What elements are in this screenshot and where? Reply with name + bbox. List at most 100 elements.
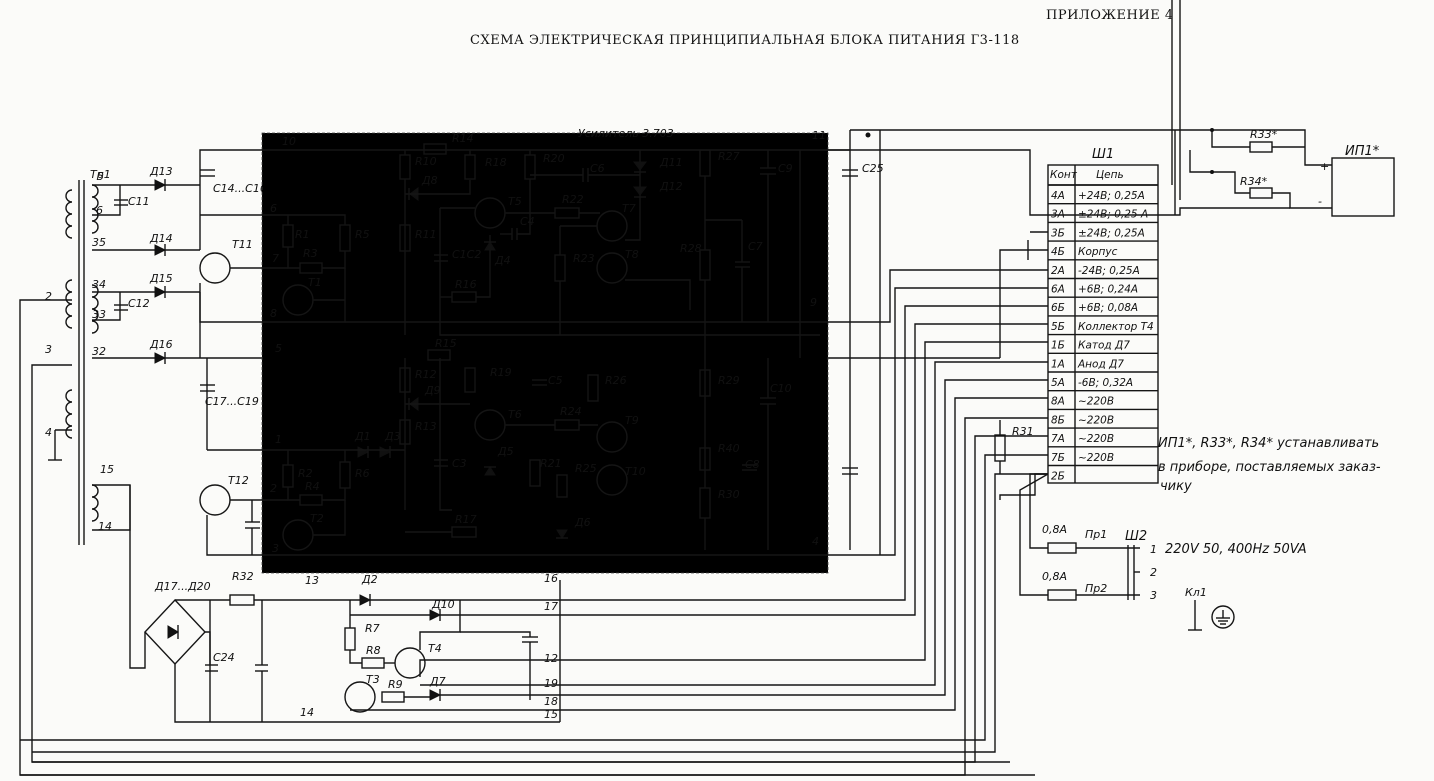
pin-5: 5 — [97, 170, 104, 183]
rectifier-24v-pos: Д13 Д14 С11 С14...С16 — [92, 149, 267, 256]
resistor-r16-label: R16 — [455, 278, 477, 291]
node-7: 7 — [272, 252, 279, 265]
connector-contact: 8Б — [1051, 414, 1065, 426]
amplifier-label: Усилитель 3.703 — [578, 127, 674, 140]
connector-contact: 1Б — [1051, 340, 1065, 352]
sh2-pin-3: 3 — [1150, 589, 1157, 602]
connector-circuit: +6В; 0,08А — [1078, 302, 1138, 314]
resistor-r4-label: R4 — [305, 480, 320, 493]
node-1: 1 — [275, 433, 282, 446]
resistor-r12-label: R12 — [415, 368, 437, 381]
diode-d8-label: Д4 — [494, 254, 511, 267]
diode-d15-label: Д15 — [149, 272, 173, 285]
connector-contact: 1А — [1051, 358, 1065, 370]
resistor-r29-label: R29 — [718, 374, 740, 387]
sh2-pin-2: 2 — [1150, 566, 1157, 579]
connector-circuit: -24В; 0,25А — [1078, 265, 1140, 277]
meter-plus: + — [1320, 160, 1329, 173]
resistor-r14-label: R14 — [452, 132, 474, 145]
connector-contact: 7Б — [1051, 452, 1065, 464]
cap-c21-label: С25 — [862, 162, 884, 175]
node-3: 3 — [272, 542, 279, 555]
resistor-r23-label: R23 — [573, 252, 595, 265]
transistor-t7-label: Т7 — [622, 202, 636, 215]
resistor-r24-label: R24 — [560, 405, 582, 418]
cap-c14-16-label: С14...С16 — [213, 182, 267, 195]
amplifier-block — [261, 132, 829, 574]
transistor-t2-label: Т2 — [310, 512, 324, 525]
transistor-t3 — [344, 681, 376, 713]
connector-contact: 5А — [1051, 377, 1065, 389]
cap-c10-label: С10 — [770, 382, 792, 395]
cap-c12-label: С12 — [128, 297, 150, 310]
diode-d14-label: Д14 — [149, 232, 173, 245]
resistor-r40-label: R40 — [718, 442, 740, 455]
meter-box — [1331, 157, 1395, 217]
node-19: 19 — [544, 677, 558, 690]
cap-c5-label: С5 — [548, 374, 563, 387]
cap-c11-label: С11 — [128, 195, 150, 208]
connector-circuit: +6В; 0,24А — [1078, 284, 1138, 296]
transistor-t1-label: Т1 — [308, 276, 322, 289]
mains-input: 0,8А Пр1 0,8А Пр2 Ш2 1 2 3 220V 50, 400H… — [1019, 473, 1307, 631]
node-17: 17 — [544, 600, 558, 613]
transistor-t11-label: Т11 — [232, 238, 253, 251]
supply-rating: 220V 50, 400Hz 50VA — [1165, 542, 1307, 557]
meter-r34-label: R34* — [1240, 175, 1268, 188]
cap-c7-label: С7 — [748, 240, 763, 253]
transformer-label: Тр1 — [90, 168, 111, 181]
connector-contact: 2А — [1051, 265, 1065, 277]
resistor-r25-label: R25 — [575, 462, 597, 475]
connector-circuit: Катод Д7 — [1078, 340, 1130, 352]
resistor-r28-label: R28 — [680, 242, 702, 255]
resistor-r17-label: R17 — [455, 513, 477, 526]
transistor-t12-label: Т12 — [228, 474, 249, 487]
node-13: 13 — [305, 574, 319, 587]
transistor-t3-label: Т3 — [366, 673, 380, 686]
note-line-2: в приборе, поставляемых заказ- — [1158, 460, 1381, 475]
cap-c8-label: С8 — [745, 458, 760, 471]
ground-symbol — [1211, 605, 1235, 629]
resistor-r7-label: R7 — [365, 622, 380, 635]
connector-contact: 6Б — [1051, 302, 1065, 314]
resistor-r6-label: R6 — [355, 467, 370, 480]
resistor-r27-label: R27 — [718, 150, 740, 163]
cap-c1c2-label: С1С2 — [452, 248, 481, 261]
meter-label: ИП1* — [1345, 144, 1380, 159]
pin-6: 6 — [96, 204, 103, 217]
resistor-r5-label: R5 — [355, 228, 370, 241]
resistor-r8-label: R8 — [366, 644, 381, 657]
transistor-t10-label: Т10 — [625, 465, 646, 478]
installation-note: ИП1*, R33*, R34* устанавливать в приборе… — [1158, 436, 1381, 494]
transistor-t11 — [199, 252, 231, 284]
resistor-r32 — [229, 594, 255, 606]
pin-34: 34 — [92, 278, 106, 291]
resistor-r20-label: R20 — [543, 152, 565, 165]
connector-head-circuit: Цепь — [1096, 169, 1124, 181]
node-18: 18 — [544, 695, 558, 708]
transistor-t9-label: Т9 — [625, 414, 639, 427]
pin-32: 32 — [92, 345, 106, 358]
connector-contact: 7А — [1051, 433, 1065, 445]
node-15: 15 — [544, 708, 558, 721]
diode-d10-label: Д6 — [574, 516, 591, 529]
resistor-r15-label: R15 — [435, 337, 457, 350]
connector-circuit: ±24В; 0,25А — [1078, 227, 1145, 239]
resistor-r13-label: R13 — [415, 420, 437, 433]
node-9: 9 — [810, 296, 817, 309]
transistor-t10 — [596, 464, 628, 496]
bridge-6v-section: Д17...Д20 R32 С24 13 14 Д2 16 Д10 — [129, 485, 561, 723]
connector-head-contact: Конт — [1050, 169, 1078, 181]
node-16: 16 — [544, 572, 558, 585]
connector-circuit: Анод Д7 — [1077, 358, 1124, 370]
resistor-r14 — [423, 143, 447, 155]
resistor-r19-label: R19 — [490, 366, 512, 379]
resistor-r11-label: R11 — [415, 228, 437, 241]
transistor-t9 — [596, 421, 628, 453]
cap-c9-label: С9 — [778, 162, 793, 175]
transistor-t8-label: Т8 — [625, 248, 639, 261]
diode-d11-label: Д11 — [659, 156, 683, 169]
connector-contact: 3Б — [1051, 227, 1065, 239]
